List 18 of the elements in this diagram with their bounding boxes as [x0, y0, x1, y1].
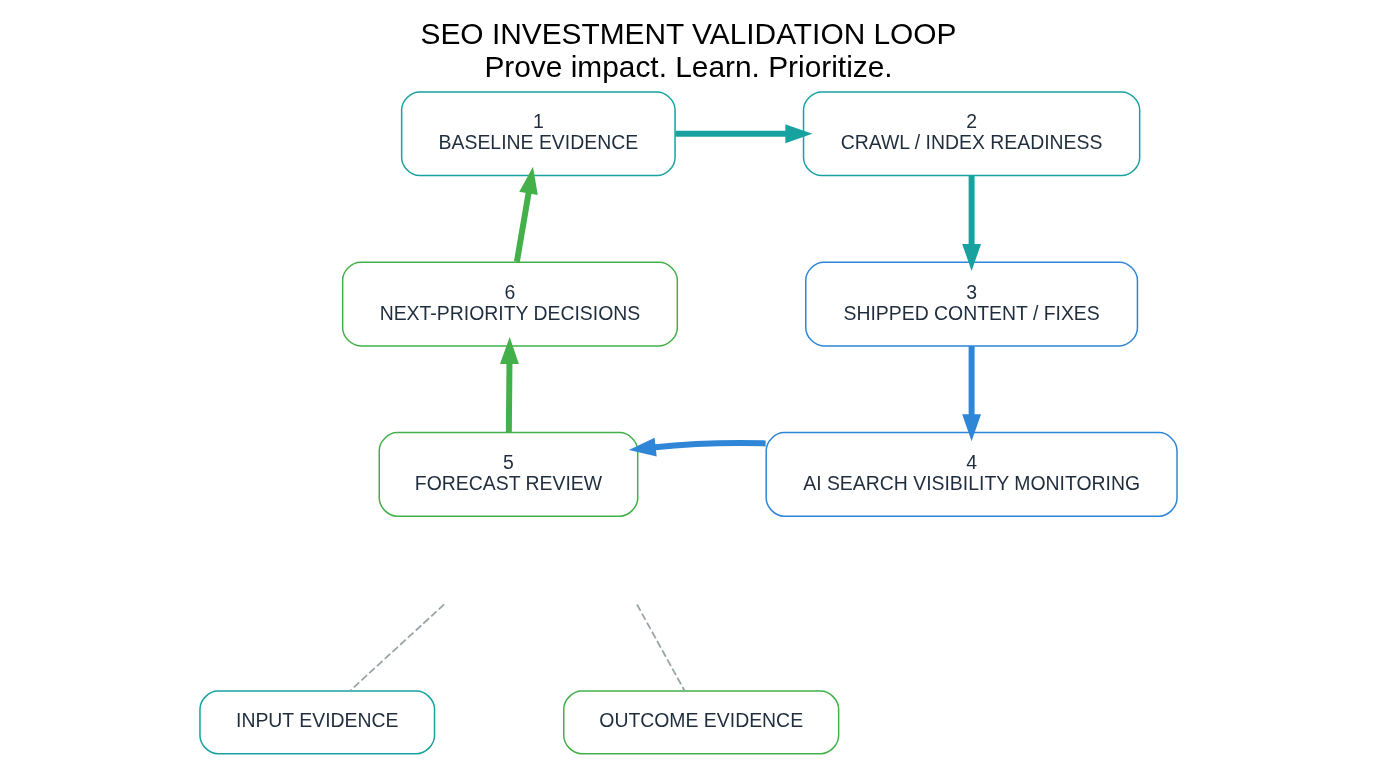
node-box: 3 SHIPPED CONTENT / FIXES — [804, 261, 1138, 347]
connector — [635, 603, 685, 692]
connector — [348, 603, 445, 692]
arrow — [674, 124, 812, 144]
arrow — [513, 166, 538, 263]
arrow — [961, 175, 981, 271]
node-box: 6 NEXT-PRIORITY DECISIONS — [341, 261, 678, 347]
caption: Prove impact. Learn. Prioritize. — [483, 49, 893, 83]
arrow — [628, 437, 766, 457]
arrow — [499, 337, 519, 433]
diagram-title: SEO INVESTMENT VALIDATION LOOP — [420, 17, 956, 51]
node-box: INPUT EVIDENCE — [198, 690, 435, 755]
node-box: 5 FORECAST REVIEW — [378, 431, 638, 517]
arrow — [961, 346, 981, 442]
node-box: OUTCOME EVIDENCE — [562, 690, 839, 755]
node-box: 2 CRAWL / INDEX READINESS — [802, 91, 1140, 177]
node-box: 1 BASELINE EVIDENCE — [400, 91, 676, 177]
node-box: 4 AI SEARCH VISIBILITY MONITORING — [764, 431, 1178, 517]
